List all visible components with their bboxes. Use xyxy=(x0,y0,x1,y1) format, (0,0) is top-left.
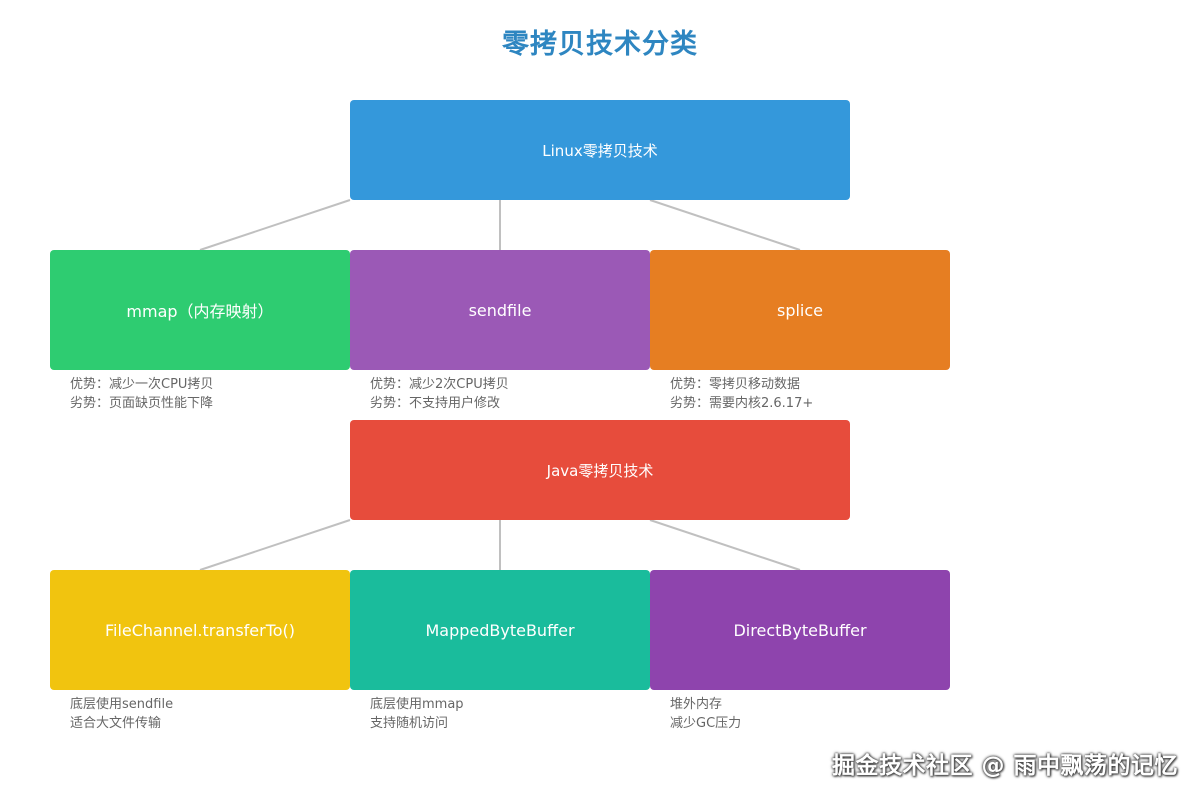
node-sendfile-label: sendfile xyxy=(468,300,532,320)
node-linux-label: Linux零拷贝技术 xyxy=(542,141,658,160)
connector-linux-mmap xyxy=(199,199,351,251)
node-mmap-label: mmap（内存映射） xyxy=(126,302,274,321)
note-line: 底层使用mmap xyxy=(370,697,464,712)
note-line: 减少GC压力 xyxy=(670,716,742,731)
connector-linux-splice xyxy=(649,199,801,251)
node-linux-zero-copy: Linux零拷贝技术 xyxy=(350,100,850,200)
watermark: 掘金技术社区 @ 雨中飘荡的记忆 xyxy=(831,753,1178,779)
node-filechannel-label: FileChannel.transferTo() xyxy=(104,620,296,640)
diagram-title: 零拷贝技术分类 xyxy=(502,29,698,60)
note-splice: 优势：零拷贝移动数据 劣势：需要内核2.6.17+ xyxy=(670,375,813,413)
note-line: 适合大文件传输 xyxy=(70,716,162,731)
node-mmap: mmap（内存映射） xyxy=(50,250,350,370)
node-mappedbytebuffer-label: MappedByteBuffer xyxy=(425,620,575,640)
note-line: 劣势：不支持用户修改 xyxy=(370,396,501,411)
node-sendfile: sendfile xyxy=(350,250,650,370)
note-line: 支持随机访问 xyxy=(370,716,449,731)
node-filechannel-transferto: FileChannel.transferTo() xyxy=(50,570,350,690)
note-line: 底层使用sendfile xyxy=(70,697,174,712)
note-sendfile: 优势：减少2次CPU拷贝 劣势：不支持用户修改 xyxy=(370,375,509,413)
note-mmap: 优势：减少一次CPU拷贝 劣势：页面缺页性能下降 xyxy=(70,375,213,413)
note-line: 劣势：需要内核2.6.17+ xyxy=(670,396,814,411)
note-line: 优势：减少2次CPU拷贝 xyxy=(370,377,509,392)
node-java-label: Java零拷贝技术 xyxy=(546,461,654,480)
note-directbytebuffer: 堆外内存 减少GC压力 xyxy=(670,695,741,733)
note-line: 优势：减少一次CPU拷贝 xyxy=(70,377,214,392)
note-filechannel: 底层使用sendfile 适合大文件传输 xyxy=(70,695,173,733)
connector-java-filechannel xyxy=(199,519,351,571)
note-mappedbytebuffer: 底层使用mmap 支持随机访问 xyxy=(370,695,464,733)
node-directbytebuffer: DirectByteBuffer xyxy=(650,570,950,690)
connector-java-direct xyxy=(649,519,801,571)
note-line: 堆外内存 xyxy=(670,697,723,712)
note-line: 劣势：页面缺页性能下降 xyxy=(70,396,214,411)
node-directbytebuffer-label: DirectByteBuffer xyxy=(733,620,867,640)
node-java-zero-copy: Java零拷贝技术 xyxy=(350,420,850,520)
note-line: 优势：零拷贝移动数据 xyxy=(670,377,801,392)
node-splice-label: splice xyxy=(776,300,824,320)
node-splice: splice xyxy=(650,250,950,370)
node-mappedbytebuffer: MappedByteBuffer xyxy=(350,570,650,690)
